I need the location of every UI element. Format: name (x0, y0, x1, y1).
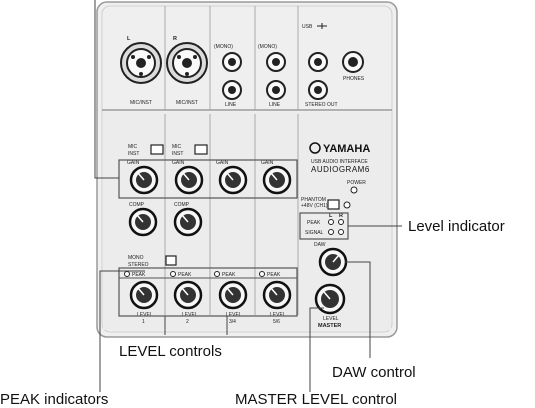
peak-led-1 (124, 271, 130, 277)
mic-inst-switch-2[interactable] (194, 144, 208, 155)
inst-opt-1: INST (128, 151, 139, 157)
gain-knob-1[interactable] (129, 165, 159, 195)
mono-label-34: (MONO) (214, 44, 233, 50)
level-ch-1: 1 (142, 319, 145, 325)
stereo-opt: STEREO (128, 262, 149, 268)
power-led (350, 186, 358, 194)
peak-led-34 (214, 271, 220, 277)
gain-knob-34[interactable] (218, 165, 248, 195)
meter-signal-label: SIGNAL (305, 230, 324, 236)
stereo-out-jacks[interactable] (308, 52, 328, 100)
level-knob-1[interactable] (129, 280, 159, 310)
comp-knob-1[interactable] (128, 207, 158, 237)
level-meter: L R PEAK SIGNAL (305, 213, 344, 236)
usb-label: USB (302, 24, 313, 30)
ch2-jack-label: R (173, 36, 177, 42)
phantom-sub-label: +48V (CH1) (301, 203, 328, 209)
callout-daw-control: DAW control (332, 364, 416, 381)
phantom-switch[interactable] (327, 199, 340, 210)
master-level-knob[interactable] (314, 283, 346, 315)
line-label-34: LINE (225, 102, 237, 108)
model-line1: USB AUDIO INTERFACE (311, 159, 368, 165)
gain-knob-2[interactable] (174, 165, 204, 195)
mic-inst-label-2: MIC/INST (176, 100, 198, 106)
mono-opt: MONO (128, 255, 144, 261)
gain-highlight-box (118, 159, 298, 199)
mic-inst-label-1: MIC/INST (130, 100, 152, 106)
daw-knob[interactable] (318, 247, 348, 277)
mono-label-56: (MONO) (258, 44, 277, 50)
phones-label: PHONES (343, 76, 365, 82)
mic-inst-switch-1[interactable] (150, 144, 164, 155)
callout-peak-indicators: PEAK indicators (0, 391, 108, 408)
comp-label-2: COMP (174, 202, 190, 208)
leader-lines (94, 0, 402, 392)
phones-jack[interactable] (342, 51, 364, 73)
yamaha-logo: YAMAHA (309, 142, 370, 155)
mic-opt-1: MIC (128, 144, 138, 150)
master-level-label: LEVEL (323, 316, 339, 322)
gain-label-2: GAIN (172, 160, 185, 166)
level-label-56: LEVEL (270, 312, 286, 318)
stereo-out-label: STEREO OUT (305, 102, 338, 108)
mono-stereo-switch[interactable] (165, 255, 177, 266)
combo-jack-ch2[interactable] (166, 42, 208, 84)
comp-knob-2[interactable] (173, 207, 203, 237)
level-label-2: LEVEL (182, 312, 198, 318)
meter-r-label: R (339, 213, 343, 219)
line-jacks-34[interactable] (222, 52, 242, 100)
mic-opt-2: MIC (172, 144, 182, 150)
level-knob-56[interactable] (262, 280, 292, 310)
master-label: MASTER (318, 323, 341, 329)
level-ch-34: 3/4 (229, 319, 236, 325)
model-line2: AUDIOGRAM6 (311, 165, 370, 174)
meter-peak-label: PEAK (307, 220, 321, 226)
phantom-label: PHANTOM (301, 197, 326, 203)
gain-label-56: GAIN (261, 160, 274, 166)
callout-level-indicator: Level indicator (408, 218, 505, 235)
level-ch-56: 5/6 (273, 319, 280, 325)
line-jacks-56[interactable] (266, 52, 286, 100)
peak-label-2: PEAK (178, 272, 192, 278)
ch1-jack-label: L (127, 36, 131, 42)
usb-icon (317, 23, 327, 29)
level-label-34: LEVEL (226, 312, 242, 318)
inst-opt-2: INST (172, 151, 183, 157)
peak-label-34: PEAK (222, 272, 236, 278)
callout-level-controls: LEVEL controls (119, 343, 222, 360)
peak-label-1: PEAK (132, 272, 146, 278)
power-label: POWER (347, 180, 366, 186)
gain-knob-56[interactable] (262, 165, 292, 195)
meter-l-label: L (329, 213, 333, 219)
combo-jack-ch1[interactable] (120, 42, 162, 84)
line-label-56: LINE (269, 102, 281, 108)
peak-led-56 (259, 271, 265, 277)
callout-master-level-control: MASTER LEVEL control (235, 391, 397, 408)
level-label-1: LEVEL (137, 312, 153, 318)
brand-text: YAMAHA (323, 143, 370, 155)
level-knob-2[interactable] (173, 280, 203, 310)
comp-label-1: COMP (129, 202, 145, 208)
gain-label-1: GAIN (127, 160, 140, 166)
gain-label-34: GAIN (216, 160, 229, 166)
peak-led-2 (170, 271, 176, 277)
phantom-led (343, 201, 351, 209)
peak-highlight-box (118, 267, 298, 279)
daw-label: DAW (314, 242, 326, 248)
level-ch-2: 2 (186, 319, 189, 325)
peak-label-56: PEAK (267, 272, 281, 278)
level-knob-34[interactable] (218, 280, 248, 310)
